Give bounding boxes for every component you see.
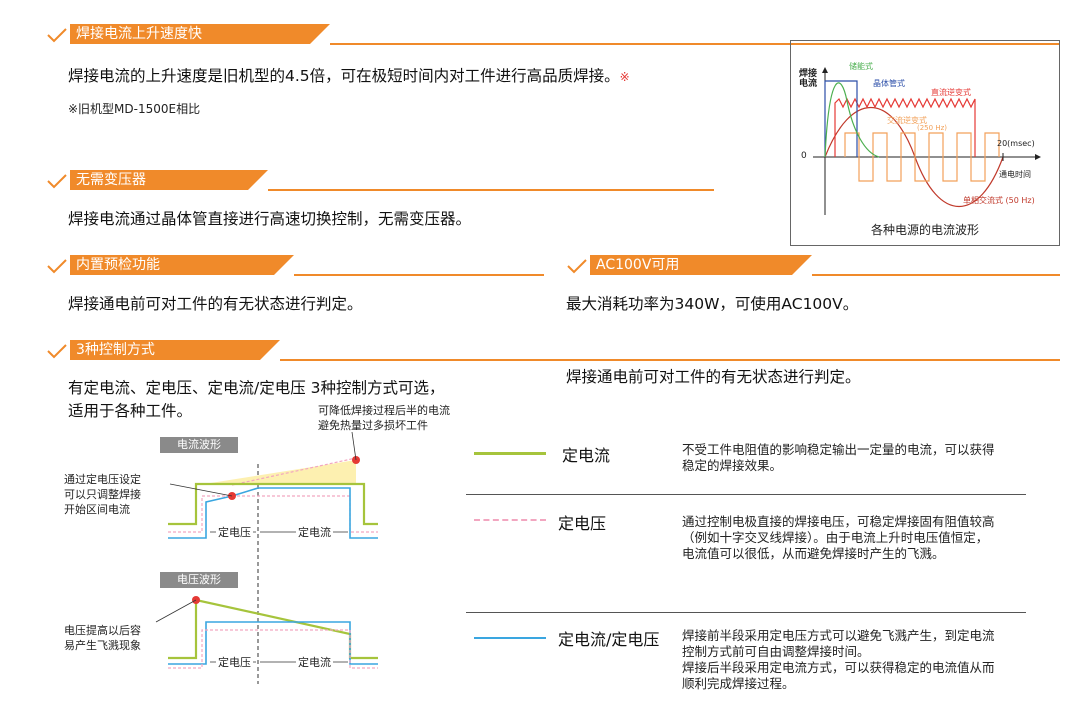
x-axis-label: 通电时间 — [999, 170, 1031, 179]
section-title: 无需变压器 — [76, 172, 146, 188]
section-header-no-transformer: 无需变压器 — [44, 170, 714, 191]
chart-caption: 各种电源的电流波形 — [870, 223, 979, 237]
check-icon — [567, 259, 587, 274]
note-left: 通过定电压设定 可以只调整焊接 开始区间电流 — [64, 473, 141, 516]
time-mark-label: 20(msec) — [997, 139, 1035, 148]
waveform-svg — [813, 67, 1041, 215]
label-dc-inverter: 直流逆变式 — [931, 88, 971, 97]
divider — [466, 494, 1026, 495]
legend-desc: 不受工件电阻值的影响稳定输出一定量的电流，可以获得 稳定的焊接效果。 — [682, 442, 995, 473]
section-header-rise-speed: 焊接电流上升速度快 — [44, 24, 1060, 45]
legend-line — [474, 519, 546, 521]
segment-voltage-label: 定电压 — [216, 655, 253, 670]
control-diagram-svg — [155, 431, 378, 684]
section-header-ac100v: AC100V可用 — [564, 255, 1060, 276]
legend-title: 定电压 — [558, 514, 607, 533]
section-text: 焊接通电前可对工件的有无状态进行判定。 — [68, 295, 363, 313]
section-title: 焊接电流上升速度快 — [76, 26, 202, 42]
section-title: 内置预检功能 — [76, 257, 160, 273]
legend-desc: 焊接前半段采用定电压方式可以避免飞溅产生，到定电流 控制方式前可自由调整焊接时间… — [682, 628, 995, 691]
section-text: 焊接电流的上升速度是旧机型的4.5倍，可在极短时间内对工件进行高品质焊接。※ — [68, 67, 630, 85]
check-icon — [47, 28, 67, 43]
label-ac-inverter: 交流逆变式 — [887, 116, 927, 125]
section-title: 3种控制方式 — [76, 342, 155, 358]
legend-line — [474, 452, 546, 455]
waveform-chart: 焊接 电流 0 20(msec) 通电时间 储能式 晶体管式 直流逆变式 交流逆… — [790, 40, 1060, 246]
check-icon — [47, 259, 67, 274]
current-waveform-tag: 电流波形 — [160, 437, 238, 453]
check-icon — [47, 344, 67, 359]
label-single-phase: 单相交流式 (50 Hz) — [963, 196, 1035, 205]
y-axis-label: 焊接 电流 — [799, 69, 818, 89]
divider — [466, 612, 1026, 613]
section-text: 焊接电流通过晶体管直接进行高速切换控制，无需变压器。 — [68, 210, 472, 228]
section-text: 最大消耗功率为340W，可使用AC100V。 — [566, 295, 859, 313]
note-top: 可降低焊接过程后半的电流 避免热量过多损坏工件 — [318, 404, 450, 432]
section-title: AC100V可用 — [596, 257, 680, 273]
legend-current-voltage: 定电流/定电压 焊接前半段采用定电压方式可以避免飞溅产生，到定电流 控制方式前可… — [474, 626, 1034, 696]
segment-voltage-label: 定电压 — [216, 525, 253, 540]
voltage-waveform-tag: 电压波形 — [160, 572, 238, 588]
section-header-control-modes: 3种控制方式 — [44, 340, 1060, 361]
check-icon — [47, 174, 67, 189]
legend-title: 定电流/定电压 — [558, 630, 660, 649]
zero-label: 0 — [801, 151, 807, 161]
legend-title: 定电流 — [562, 446, 611, 465]
footnote: ※旧机型MD-1500E相比 — [68, 102, 201, 116]
section-right-text: 焊接通电前可对工件的有无状态进行判定。 — [566, 368, 861, 386]
footnote-mark: ※ — [619, 70, 630, 84]
legend-constant-voltage: 定电压 通过控制电极直接的焊接电压，可稳定焊接固有阻值较高 （例如十字交叉线焊接… — [474, 508, 1034, 568]
label-ac-freq: (250 Hz) — [917, 124, 947, 132]
control-diagram: 电流波形 电压波形 可降低焊接过程后半的电流 避免热量过多损坏工件 通过定电压设… — [60, 400, 480, 700]
segment-current-label: 定电流 — [296, 655, 333, 670]
legend-desc: 通过控制电极直接的焊接电压，可稳定焊接固有阻值较高 （例如十字交叉线焊接）。由于… — [682, 514, 995, 561]
note-bottom: 电压提高以后容 易产生飞溅现象 — [64, 624, 141, 652]
segment-current-label: 定电流 — [296, 525, 333, 540]
legend-constant-current: 定电流 不受工件电阻值的影响稳定输出一定量的电流，可以获得 稳定的焊接效果。 — [474, 440, 1034, 480]
label-transistor: 晶体管式 — [873, 79, 905, 88]
legend-line — [474, 637, 546, 639]
section-header-precheck: 内置预检功能 — [44, 255, 544, 276]
label-capacitor: 储能式 — [849, 62, 873, 71]
section-text: 有定电流、定电压、定电流/定电压 3种控制方式可选， 适用于各种工件。 — [68, 379, 445, 420]
